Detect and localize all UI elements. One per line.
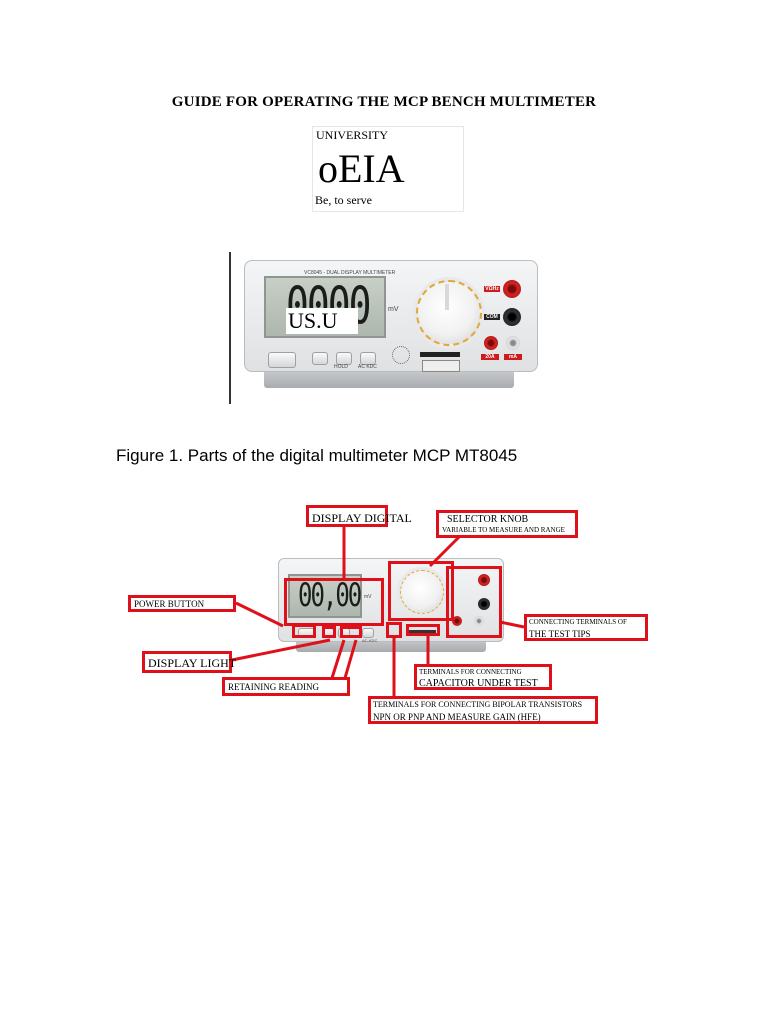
label-transistor-text-2: NPN OR PNP AND MEASURE GAIN (HFE) <box>373 712 541 722</box>
jack-20a[interactable] <box>484 336 498 350</box>
ac-dc-label: AC-KDC <box>362 638 378 643</box>
transistor-socket <box>392 346 410 364</box>
label-display-light-text: DISPLAY LIGHT <box>148 656 237 670</box>
jack-ma[interactable] <box>506 336 520 350</box>
power-button[interactable] <box>268 352 296 368</box>
label-transistor-text-1: TERMINALS FOR CONNECTING BIPOLAR TRANSIS… <box>373 700 583 709</box>
annotation-box-display <box>284 578 384 626</box>
display-unit: mV <box>388 306 399 313</box>
ac-dc-button[interactable] <box>362 628 374 638</box>
knob-pointer <box>445 284 449 310</box>
label-test-tips-text-2: THE TEST TIPS <box>529 629 591 639</box>
capacitor-slots <box>408 630 436 634</box>
multimeter-photo-2: 00,00 mV AC-KDC <box>276 556 506 652</box>
jack-vohz[interactable] <box>503 280 521 298</box>
annotation-box-knob <box>388 561 454 621</box>
label-capacitor-text-1: TERMINALS FOR CONNECTING <box>419 668 522 676</box>
figure-caption: Figure 1. Parts of the digital multimete… <box>116 446 518 465</box>
document-title: GUIDE FOR OPERATING THE MCP BENCH MULTIM… <box>171 94 597 110</box>
lcd-display: 00,00 <box>288 574 362 618</box>
annotation-box-jacks <box>446 566 502 638</box>
ac-dc-label: AC KDC <box>358 364 377 370</box>
photo-left-border <box>229 252 231 404</box>
label-transistor: TERMINALS FOR CONNECTING BIPOLAR TRANSIS… <box>368 696 598 724</box>
display-unit: mV <box>364 594 372 600</box>
jack-label-ma: mA <box>504 354 522 360</box>
overlay-label: US.U <box>288 308 338 333</box>
jack-label-com: COM <box>484 314 500 320</box>
label-display-digital: DISPLAY DIGITAL <box>306 505 412 527</box>
backlight-button[interactable] <box>312 352 328 365</box>
multimeter-photo-1: VC8045 - DUAL DISPLAY MULTIMETER 0000 mV… <box>240 256 540 390</box>
label-capacitor-text-2: CAPACITOR UNDER TEST <box>419 678 538 689</box>
label-test-tips-text-1: CONNECTING TERMINALS OF <box>529 618 627 626</box>
annotation-box-hfe <box>386 622 402 638</box>
capacitor-slots <box>420 352 460 357</box>
jack-20a[interactable] <box>452 616 462 626</box>
jack-label-20a: 20A <box>481 354 499 360</box>
label-power-button: POWER BUTTON <box>128 595 236 612</box>
label-retaining-reading: RETAINING READING <box>222 677 350 696</box>
jack-ma[interactable] <box>474 616 484 626</box>
jack-label-vohz: VΩHz <box>484 286 500 292</box>
label-power-button-text: POWER BUTTON <box>134 599 205 609</box>
logo-university-text: UNIVERSITY <box>316 128 388 142</box>
label-test-tips: CONNECTING TERMINALS OF THE TEST TIPS <box>524 614 648 641</box>
overlay-label-box: US.U <box>286 308 358 334</box>
capacitor-slot-base <box>422 360 460 372</box>
annotation-box-light <box>322 626 336 638</box>
selector-knob[interactable] <box>400 570 444 614</box>
label-selector-knob: SELECTOR KNOB VARIABLE TO MEASURE AND RA… <box>436 510 578 538</box>
label-selector-knob-subtext: VARIABLE TO MEASURE AND RANGE <box>442 526 565 534</box>
logo-motto: Be, to serve <box>315 193 372 207</box>
label-capacitor: TERMINALS FOR CONNECTING CAPACITOR UNDER… <box>414 664 552 690</box>
annotation-box-power <box>292 624 316 638</box>
hold-label: HOLD <box>334 364 348 370</box>
label-display-digital-text: DISPLAY DIGITAL <box>312 511 412 525</box>
annotation-box-hold <box>340 626 362 638</box>
logo-name: oEIA <box>318 146 405 191</box>
display-digits: 00,00 <box>298 576 362 614</box>
hold-button[interactable] <box>336 352 352 365</box>
jack-com[interactable] <box>478 598 490 610</box>
model-label: VC8045 - DUAL DISPLAY MULTIMETER <box>304 270 396 276</box>
ac-dc-button[interactable] <box>360 352 376 365</box>
university-logo: UNIVERSITY oEIA Be, to serve <box>312 126 464 212</box>
annotation-box-capacitor <box>406 624 440 636</box>
jack-com[interactable] <box>503 308 521 326</box>
label-display-light: DISPLAY LIGHT <box>142 651 236 673</box>
label-selector-knob-text: SELECTOR KNOB <box>447 514 529 525</box>
jack-vohz[interactable] <box>478 574 490 586</box>
selector-knob[interactable] <box>416 280 482 346</box>
label-retaining-reading-text: RETAINING READING <box>228 682 320 692</box>
